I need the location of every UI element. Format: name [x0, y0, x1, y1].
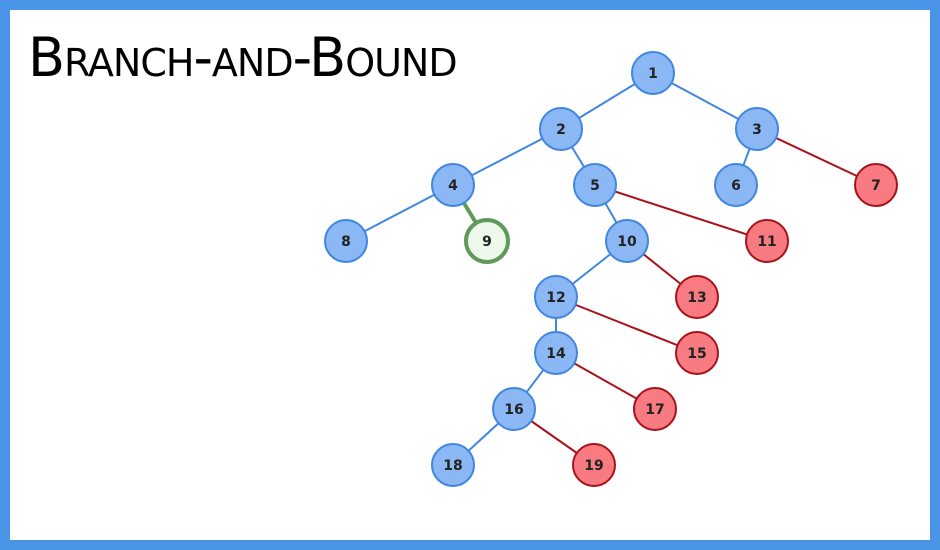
node-1: 1	[631, 51, 675, 95]
node-circle-15	[675, 331, 719, 375]
node-label-4: 4	[448, 178, 458, 194]
node-18: 18	[431, 443, 475, 487]
node-label-16: 16	[504, 402, 523, 418]
node-label-15: 15	[687, 346, 706, 362]
node-circle-5	[573, 163, 617, 207]
node-circle-4	[431, 163, 475, 207]
node-circle-6	[714, 163, 758, 207]
node-circle-17	[633, 387, 677, 431]
node-13: 13	[675, 275, 719, 319]
node-circle-18	[431, 443, 475, 487]
node-11: 11	[745, 219, 789, 263]
tree-edges	[345, 72, 877, 466]
node-circle-3	[735, 107, 779, 151]
node-circle-19	[572, 443, 616, 487]
node-circle-16	[492, 387, 536, 431]
node-circle-10	[605, 219, 649, 263]
node-8: 8	[324, 219, 368, 263]
node-circle-8	[324, 219, 368, 263]
node-15: 15	[675, 331, 719, 375]
node-label-10: 10	[617, 234, 637, 250]
node-label-5: 5	[590, 178, 600, 194]
node-14: 14	[534, 331, 578, 375]
node-6: 6	[714, 163, 758, 207]
node-circle-12	[534, 275, 578, 319]
node-label-19: 19	[584, 458, 603, 474]
node-16: 16	[492, 387, 536, 431]
edge-12-15	[555, 296, 698, 354]
node-label-7: 7	[871, 178, 881, 194]
slide-title: Branch-and-Bound	[28, 26, 458, 89]
node-17: 17	[633, 387, 677, 431]
node-9: 9	[464, 218, 510, 264]
node-label-3: 3	[752, 122, 762, 138]
node-10: 10	[605, 219, 649, 263]
node-label-12: 12	[546, 290, 565, 306]
node-circle-9	[464, 218, 510, 264]
node-circle-7	[854, 163, 898, 207]
node-label-18: 18	[443, 458, 462, 474]
node-label-1: 1	[648, 66, 658, 82]
node-4: 4	[431, 163, 475, 207]
node-label-6: 6	[731, 178, 741, 194]
node-circle-14	[534, 331, 578, 375]
node-19: 19	[572, 443, 616, 487]
node-label-11: 11	[757, 234, 776, 250]
node-5: 5	[573, 163, 617, 207]
node-7: 7	[854, 163, 898, 207]
node-label-14: 14	[546, 346, 566, 362]
node-label-9: 9	[482, 234, 492, 250]
node-12: 12	[534, 275, 578, 319]
node-circle-1	[631, 51, 675, 95]
node-circle-13	[675, 275, 719, 319]
node-label-13: 13	[687, 290, 706, 306]
node-label-17: 17	[645, 402, 664, 418]
node-3: 3	[735, 107, 779, 151]
node-circle-11	[745, 219, 789, 263]
node-label-2: 2	[556, 122, 566, 138]
node-label-8: 8	[341, 234, 351, 250]
node-circle-2	[539, 107, 583, 151]
node-2: 2	[539, 107, 583, 151]
edge-5-11	[594, 184, 768, 242]
